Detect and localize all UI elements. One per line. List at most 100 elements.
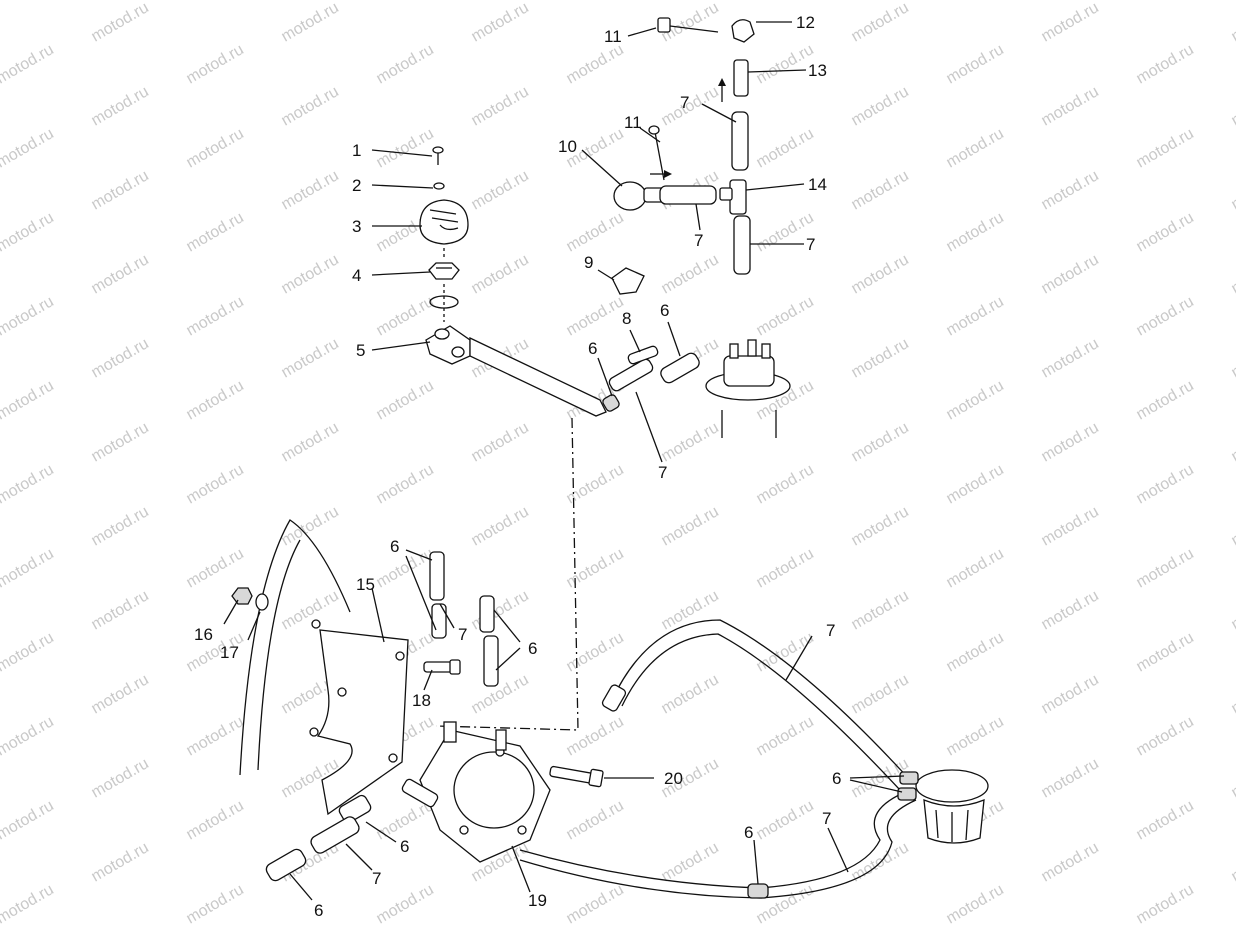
fitting-pipe-part-5 — [425, 325, 607, 417]
callout-14: 14 — [808, 175, 827, 194]
hose-part-7-pump-top-right — [483, 635, 499, 687]
watermark-text: motod.ru — [754, 797, 817, 843]
callout-10: 10 — [558, 137, 577, 156]
watermark-text: motod.ru — [0, 545, 57, 591]
watermark-text: motod.ru — [0, 293, 57, 339]
watermark-text: motod.ru — [659, 839, 722, 885]
callout-6-lower-b: 6 — [314, 901, 323, 920]
watermark-text: motod.ru — [1134, 545, 1197, 591]
watermark-text: motod.ru — [1229, 0, 1236, 45]
watermark-text: motod.ru — [374, 0, 437, 3]
watermark-text: motod.ru — [0, 629, 57, 675]
watermark-text: motod.ru — [469, 0, 532, 45]
watermark-text: motod.ru — [849, 503, 912, 549]
watermark-text: motod.ru — [89, 671, 152, 717]
watermark-text: motod.ru — [184, 545, 247, 591]
watermark-text: motod.ru — [1039, 335, 1102, 381]
watermark-text: motod.ru — [89, 167, 152, 213]
fuel-line-left — [239, 519, 351, 776]
callout-3: 3 — [352, 217, 361, 236]
watermark-text: motod.ru — [1039, 587, 1102, 633]
callout-9: 9 — [584, 253, 593, 272]
watermark-text: motod.ru — [944, 0, 1007, 3]
callout-7-under-t: 7 — [694, 231, 703, 250]
mounting-plate-part-15 — [316, 629, 409, 816]
watermark-text: motod.ru — [1229, 755, 1236, 801]
watermark-text: motod.ru — [754, 629, 817, 675]
watermark-text: motod.ru — [0, 41, 57, 87]
watermark-text: motod.ru — [754, 461, 817, 507]
watermark-text: motod.ru — [89, 335, 152, 381]
watermark-text: motod.ru — [659, 503, 722, 549]
watermark-text: motod.ru — [279, 335, 342, 381]
watermark-text: motod.ru — [184, 377, 247, 423]
callout-7-long-right: 7 — [826, 621, 835, 640]
hose-part-6-pump-top-right — [479, 595, 495, 633]
watermark-text: motod.ru — [1039, 755, 1102, 801]
bolt-part-11-top — [657, 17, 719, 33]
watermark-text: motod.ru — [849, 83, 912, 129]
watermark-text: motod.ru — [469, 503, 532, 549]
watermark-text: motod.ru — [374, 881, 437, 927]
callout-17: 17 — [220, 643, 239, 662]
watermark-text: motod.ru — [0, 377, 57, 423]
callout-6-bottom-right: 6 — [744, 823, 753, 842]
watermark-text: motod.ru — [1134, 209, 1197, 255]
watermark-text: motod.ru — [564, 293, 627, 339]
watermark-text: motod.ru — [469, 671, 532, 717]
watermark-text: motod.ru — [1229, 335, 1236, 381]
watermark-text: motod.ru — [1134, 377, 1197, 423]
leader-lines — [223, 21, 905, 901]
callout-6-upper-left: 6 — [588, 339, 597, 358]
watermark-text: motod.ru — [1134, 293, 1197, 339]
callout-7-mid: 7 — [658, 463, 667, 482]
watermark-text: motod.ru — [374, 125, 437, 171]
watermark-text: motod.ru — [754, 293, 817, 339]
watermark-text: motod.ru — [1039, 671, 1102, 717]
watermark-text: motod.ru — [469, 167, 532, 213]
watermark-text: motod.ru — [469, 923, 532, 927]
callout-7-top: 7 — [680, 93, 689, 112]
watermark-text: motod.ru — [1039, 839, 1102, 885]
watermark-text: motod.ru — [0, 0, 57, 3]
callout-6-pump-left: 6 — [390, 537, 399, 556]
watermark-text: motod.ru — [0, 881, 57, 927]
watermark-text: motod.ru — [564, 545, 627, 591]
watermark-text: motod.ru — [564, 629, 627, 675]
washer-part-17 — [255, 593, 269, 611]
watermark-text: motod.ru — [0, 125, 57, 171]
hose-part-7-mid — [602, 358, 654, 412]
check-valve-part-8 — [627, 345, 659, 365]
fuel-pump-part-19 — [401, 721, 551, 863]
hose-part-7-lower — [310, 816, 360, 854]
callout-6-pump-right: 6 — [528, 639, 537, 658]
watermark-text: motod.ru — [564, 713, 627, 759]
callout-6-lower-a: 6 — [400, 837, 409, 856]
watermark-text: motod.ru — [754, 545, 817, 591]
watermark-text: motod.ru — [374, 461, 437, 507]
watermark-text: motod.ru — [1229, 503, 1236, 549]
hose-part-6-lower-a — [338, 794, 372, 824]
watermark-text: motod.ru — [944, 881, 1007, 927]
watermark-text: motod.ru — [944, 629, 1007, 675]
watermark-text: motod.ru — [944, 545, 1007, 591]
watermark-text: motod.ru — [1134, 713, 1197, 759]
watermark-text: motod.ru — [849, 167, 912, 213]
watermark-text: motod.ru — [0, 797, 57, 843]
callout-4: 4 — [352, 266, 361, 285]
callout-6-upper-right: 6 — [660, 301, 669, 320]
cap-part-3 — [419, 199, 469, 245]
watermark-text: motod.ru — [279, 251, 342, 297]
watermark-text: motod.ru — [659, 251, 722, 297]
watermark-text: motod.ru — [849, 671, 912, 717]
callout-11-mid: 11 — [624, 113, 642, 132]
watermark-text: motod.ru — [659, 587, 722, 633]
watermark-text: motod.ru — [944, 41, 1007, 87]
watermark-text: motod.ru — [0, 461, 57, 507]
watermark-text: motod.ru — [659, 419, 722, 465]
watermark-text: motod.ru — [564, 0, 627, 3]
watermark-text: motod.ru — [374, 293, 437, 339]
callout-1: 1 — [352, 141, 361, 160]
